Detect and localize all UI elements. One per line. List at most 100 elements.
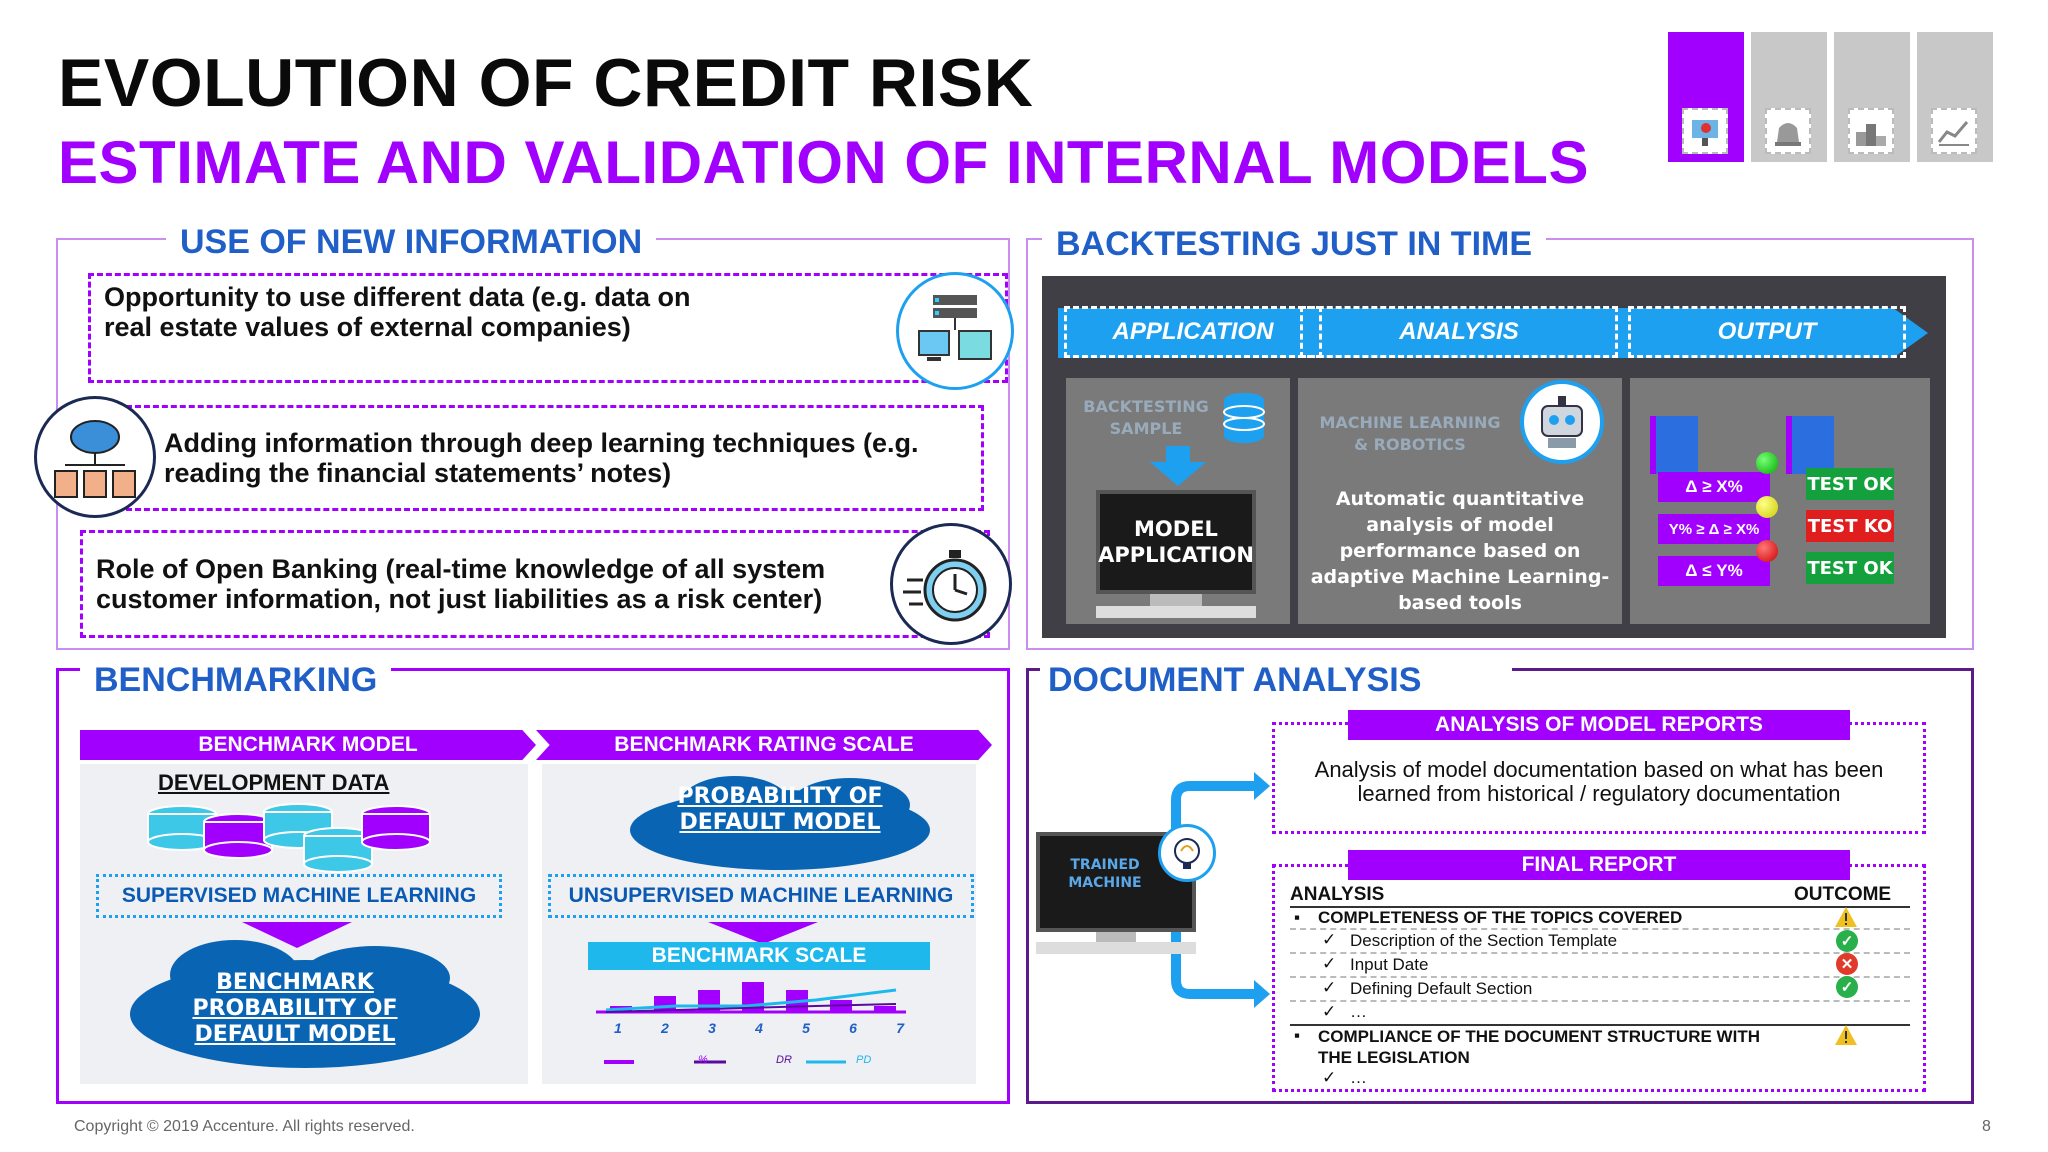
benchmark-rating-header: BENCHMARK RATING SCALE bbox=[536, 730, 992, 760]
database-stack-icon bbox=[147, 803, 431, 873]
stage-output: OUTPUT bbox=[1628, 306, 1906, 358]
triangle-down-left bbox=[242, 922, 352, 948]
info-item-3: Role of Open Banking (real-time knowledg… bbox=[96, 554, 826, 614]
nav-tab-1[interactable] bbox=[1668, 32, 1744, 162]
legend-dr: DR bbox=[776, 1054, 792, 1066]
robot-icon bbox=[1520, 380, 1604, 464]
sub-item-1: Description of the Section Template bbox=[1350, 931, 1618, 950]
col-outcome: OUTCOME bbox=[1794, 884, 1892, 905]
branch-arrows-icon bbox=[1171, 772, 1270, 1008]
dev-data-label: DEVELOPMENT DATA bbox=[158, 770, 390, 795]
monitor-stand bbox=[1150, 594, 1202, 606]
stopwatch-icon bbox=[890, 523, 1012, 645]
condition-3: Δ ≤ Y% bbox=[1658, 556, 1770, 586]
doc-analysis-title: DOCUMENT ANALYSIS bbox=[1040, 660, 1512, 700]
row-rule bbox=[1290, 928, 1910, 930]
alarm-icon bbox=[1765, 108, 1811, 154]
check-icon: ✓ bbox=[1322, 1002, 1337, 1021]
reports-text: Analysis of model documentation based on… bbox=[1314, 757, 1884, 806]
unsupervised-ml: UNSUPERVISED MACHINE LEARNING bbox=[548, 874, 974, 918]
benchmark-scale-label: BENCHMARK SCALE bbox=[588, 942, 930, 970]
copyright: Copyright © 2019 Accenture. All rights r… bbox=[74, 1118, 415, 1135]
presentation-icon bbox=[1682, 108, 1728, 154]
brain-idea-icon bbox=[1158, 824, 1216, 882]
document-icon-right bbox=[1786, 416, 1834, 474]
result-2: TEST KO bbox=[1806, 510, 1894, 542]
nav-tab-3[interactable] bbox=[1834, 32, 1910, 162]
cloud-puff bbox=[790, 778, 910, 832]
header-rule bbox=[1290, 906, 1910, 908]
section-rule bbox=[1290, 1024, 1910, 1026]
result-3: TEST OK bbox=[1806, 552, 1894, 584]
sub-item-2: Input Date bbox=[1350, 955, 1429, 974]
check-icon: ✓ bbox=[1322, 930, 1337, 949]
database-icon bbox=[1222, 392, 1266, 449]
podium-icon bbox=[1848, 108, 1894, 154]
tick-4: 4 bbox=[755, 1020, 763, 1036]
check-icon: ✓ bbox=[1322, 954, 1337, 973]
use-new-info-title: USE OF NEW INFORMATION bbox=[166, 222, 657, 262]
row-rule bbox=[1290, 952, 1910, 954]
benchmark-scale-chart bbox=[596, 982, 906, 1064]
scale-ticks: 1 2 3 4 5 6 7 bbox=[614, 1020, 904, 1036]
warning-icon bbox=[1834, 1024, 1858, 1051]
tick-5: 5 bbox=[802, 1020, 810, 1036]
model-application-monitor: MODEL APPLICATION bbox=[1096, 490, 1256, 594]
pd-model-cloud-text: PROBABILITY OF DEFAULT MODEL bbox=[677, 784, 883, 835]
info-item-2: Adding information through deep learning… bbox=[164, 428, 919, 488]
cloud-puff bbox=[300, 946, 450, 1010]
error-icon: ✕ bbox=[1836, 953, 1858, 975]
bullet-1: ▪ bbox=[1294, 908, 1301, 927]
stage-application: APPLICATION bbox=[1064, 306, 1322, 358]
benchmarking-title: BENCHMARKING bbox=[80, 660, 392, 700]
legend-pd: PD bbox=[856, 1054, 872, 1066]
backtesting-title: BACKTESTING JUST IN TIME bbox=[1042, 224, 1547, 264]
check-icon: ✓ bbox=[1322, 1068, 1337, 1087]
tick-6: 6 bbox=[849, 1020, 857, 1036]
page-subtitle: ESTIMATE AND VALIDATION OF INTERNAL MODE… bbox=[58, 129, 1589, 196]
triangle-down-right bbox=[708, 922, 818, 944]
tick-1: 1 bbox=[614, 1020, 622, 1036]
monitor-base bbox=[1096, 606, 1256, 618]
document-icon-left bbox=[1650, 416, 1698, 474]
supervised-ml: SUPERVISED MACHINE LEARNING bbox=[96, 874, 502, 918]
cloud-network-icon bbox=[34, 396, 156, 518]
green-light-icon bbox=[1756, 452, 1778, 474]
tick-2: 2 bbox=[661, 1020, 669, 1036]
tick-3: 3 bbox=[708, 1020, 716, 1036]
warning-icon bbox=[1834, 906, 1858, 933]
analysis-text: Automatic quantitative analysis of model… bbox=[1310, 488, 1610, 614]
benchmark-model-header: BENCHMARK MODEL bbox=[80, 730, 536, 760]
col-analysis: ANALYSIS bbox=[1290, 884, 1385, 905]
legend-pct: % bbox=[698, 1054, 708, 1066]
row-rule bbox=[1290, 1000, 1910, 1002]
sample-label: BACKTESTING SAMPLE bbox=[1083, 397, 1209, 438]
servers-icon bbox=[896, 272, 1014, 390]
monitor-base bbox=[1036, 942, 1196, 954]
success-icon: ✓ bbox=[1836, 930, 1858, 952]
condition-2: Y% ≥ Δ ≥ X% bbox=[1658, 514, 1770, 544]
nav-tab-2[interactable] bbox=[1751, 32, 1827, 162]
bullet-2: ▪ bbox=[1294, 1026, 1301, 1045]
cloud-puff bbox=[680, 776, 790, 832]
ml-label: MACHINE LEARNING & ROBOTICS bbox=[1319, 413, 1501, 454]
chart-icon bbox=[1931, 108, 1977, 154]
final-report-title: FINAL REPORT bbox=[1348, 850, 1850, 880]
check-icon: ✓ bbox=[1322, 978, 1337, 997]
red-light-icon bbox=[1756, 540, 1778, 562]
down-arrow-icon bbox=[1150, 446, 1206, 491]
result-1: TEST OK bbox=[1806, 468, 1894, 500]
page-number: 8 bbox=[1982, 1118, 1991, 1135]
process-arrow bbox=[1058, 308, 1928, 358]
condition-1: Δ ≥ X% bbox=[1658, 472, 1770, 502]
cloud-puff bbox=[170, 940, 300, 1010]
reports-title: ANALYSIS OF MODEL REPORTS bbox=[1348, 710, 1850, 740]
row-rule bbox=[1290, 976, 1910, 978]
stage-analysis: ANALYSIS bbox=[1300, 306, 1618, 358]
monitor-stand bbox=[1096, 932, 1136, 942]
nav-tab-4[interactable] bbox=[1917, 32, 1993, 162]
topic-1: COMPLETENESS OF THE TOPICS COVERED bbox=[1318, 908, 1683, 927]
sub-item-5: … bbox=[1350, 1068, 1367, 1087]
benchmark-pd-cloud-text: BENCHMARK PROBABILITY OF DEFAULT MODEL bbox=[192, 970, 398, 1047]
trained-machine-label: TRAINED MACHINE bbox=[1068, 857, 1142, 891]
